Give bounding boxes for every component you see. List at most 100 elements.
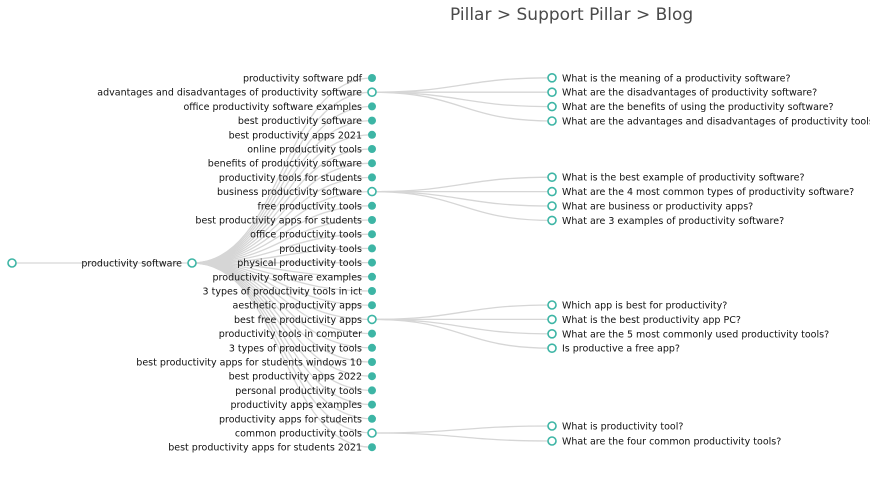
blog-node[interactable]: [547, 73, 557, 83]
blog-node[interactable]: [547, 343, 557, 354]
blog-node[interactable]: [547, 186, 557, 197]
blog-node[interactable]: [547, 101, 557, 112]
support-pillar-label: benefits of productivity software: [208, 159, 362, 170]
blog-node[interactable]: [547, 314, 557, 325]
support-pillar-node[interactable]: [368, 301, 376, 310]
blog-label: Which app is best for productivity?: [562, 301, 727, 312]
support-pillar-label: best free productivity apps: [234, 315, 362, 326]
support-pillar-node[interactable]: [368, 372, 376, 381]
support-pillar-label: business productivity software: [217, 187, 362, 198]
support-pillar-node[interactable]: [368, 159, 376, 168]
blog-node[interactable]: [547, 201, 557, 211]
support-pillar-label: best productivity software: [238, 116, 362, 127]
support-pillar-node[interactable]: [368, 230, 376, 239]
support-link: [191, 262, 373, 448]
support-pillar-label: office productivity tools: [250, 230, 362, 241]
support-pillar-label: best productivity apps for students 2021: [168, 443, 362, 454]
blog-node[interactable]: [547, 87, 557, 97]
support-pillar-label: productivity apps for students: [219, 414, 362, 425]
blog-node[interactable]: [547, 328, 557, 339]
blog-link: [371, 91, 553, 108]
blog-link: [371, 432, 553, 442]
support-pillar-label: free productivity tools: [258, 201, 363, 212]
support-pillar-label: advantages and disadvantages of producti…: [97, 88, 362, 99]
support-pillar-node[interactable]: [368, 130, 376, 139]
blog-label: What is productivity tool?: [562, 422, 683, 433]
support-pillar-node[interactable]: [368, 443, 376, 452]
support-pillar-node[interactable]: [368, 272, 376, 281]
support-pillar-node[interactable]: [368, 358, 376, 366]
blog-link: [371, 190, 553, 222]
support-pillar-label: 3 types of productivity tools in ict: [203, 287, 363, 298]
blog-label: Is productive a free app?: [562, 344, 680, 355]
blog-link: [371, 425, 553, 434]
blog-node[interactable]: [547, 436, 557, 446]
blog-label: What are 3 examples of productivity soft…: [562, 216, 784, 227]
blog-node[interactable]: [547, 172, 557, 182]
support-pillar-node[interactable]: [367, 87, 377, 97]
support-link: [191, 77, 373, 264]
support-pillar-label: productivity tools for students: [219, 173, 362, 184]
support-pillar-node[interactable]: [368, 287, 376, 295]
blog-link: [371, 91, 553, 122]
blog-link: [371, 176, 553, 193]
support-pillar-node[interactable]: [368, 386, 376, 395]
support-pillar-label: office productivity software examples: [183, 102, 362, 113]
support-pillar-node[interactable]: [368, 343, 376, 352]
support-pillar-node[interactable]: [368, 216, 376, 224]
support-pillar-label: 3 types of productivity tools: [229, 343, 362, 354]
blog-node[interactable]: [547, 300, 557, 310]
root-node[interactable]: [7, 258, 17, 268]
blog-node[interactable]: [547, 421, 557, 431]
support-pillar-label: best productivity apps 2022: [229, 372, 362, 383]
support-pillar-node[interactable]: [368, 74, 376, 82]
support-pillar-node[interactable]: [368, 116, 376, 125]
support-pillar-node[interactable]: [368, 258, 376, 267]
support-pillar-label: physical productivity tools: [237, 258, 362, 269]
blog-link: [371, 318, 553, 335]
support-pillar-label: best productivity apps 2021: [229, 130, 362, 141]
blog-label: What are the 4 most common types of prod…: [562, 187, 854, 198]
support-pillar-node[interactable]: [368, 244, 376, 253]
blog-link: [371, 77, 553, 93]
support-link: [191, 91, 373, 264]
blog-link: [371, 304, 553, 321]
blog-label: What are the benefits of using the produ…: [562, 102, 834, 113]
support-pillar-label: online productivity tools: [247, 145, 362, 156]
support-pillar-node[interactable]: [368, 102, 376, 111]
support-pillar-node[interactable]: [367, 186, 377, 197]
pillar-node[interactable]: [187, 258, 197, 268]
support-pillar-node[interactable]: [368, 414, 376, 423]
support-pillar-label: personal productivity tools: [235, 386, 362, 397]
blog-label: What is the best example of productivity…: [562, 173, 805, 184]
support-pillar-node[interactable]: [367, 314, 377, 325]
support-pillar-label: aesthetic productivity apps: [233, 301, 363, 312]
support-pillar-label: productivity tools: [279, 244, 362, 255]
support-link: [191, 162, 373, 264]
blog-label: What are the disadvantages of productivi…: [562, 88, 817, 99]
support-link: [191, 105, 373, 264]
support-pillar-label: productivity tools in computer: [219, 329, 362, 340]
blog-node[interactable]: [547, 116, 557, 126]
support-pillar-label: best productivity apps for students wind…: [136, 358, 362, 369]
blog-label: What are the 5 most commonly used produc…: [562, 329, 829, 340]
blog-label: What are business or productivity apps?: [562, 202, 753, 213]
blog-label: What is the meaning of a productivity so…: [562, 73, 791, 84]
support-pillar-node[interactable]: [368, 201, 376, 210]
support-link: [191, 176, 373, 264]
support-pillar-node[interactable]: [368, 173, 376, 182]
support-link: [191, 119, 373, 264]
blog-node[interactable]: [547, 215, 557, 226]
support-pillar-node[interactable]: [367, 428, 377, 438]
support-pillar-label: productivity apps examples: [231, 400, 363, 411]
blog-label: What are the four common productivity to…: [562, 437, 781, 448]
support-pillar-label: common productivity tools: [235, 429, 362, 440]
support-pillar-node[interactable]: [368, 329, 376, 338]
page-title: Pillar > Support Pillar > Blog: [450, 5, 694, 25]
tree-links: [12, 77, 553, 448]
blog-label: What is the best productivity app PC?: [562, 315, 741, 326]
support-pillar-node[interactable]: [368, 145, 376, 153]
support-pillar-node[interactable]: [368, 400, 376, 409]
